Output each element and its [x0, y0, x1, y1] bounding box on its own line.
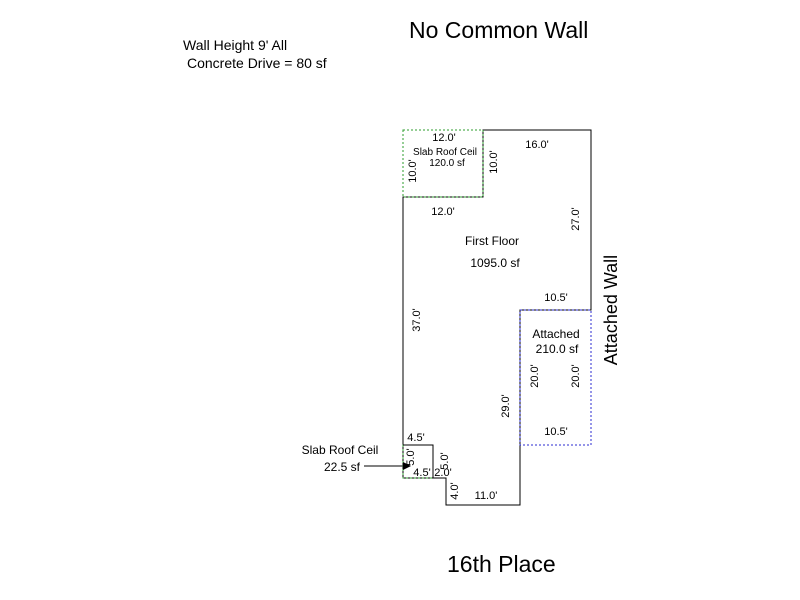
dim-top-right-width: 16.0'	[525, 139, 549, 151]
dim-attached-bottom: 10.5'	[544, 426, 568, 438]
dim-right-upper: 27.0'	[570, 207, 582, 231]
dim-small-top: 4.5'	[407, 432, 424, 444]
first-floor-area: 1095.0 sf	[470, 256, 520, 270]
dim-inner-right: 29.0'	[500, 394, 512, 418]
slab-top-area: 120.0 sf	[429, 158, 465, 169]
first-floor-outline	[402, 129, 592, 506]
slab-roof-small-outline	[402, 444, 434, 479]
dim-bottom-left: 4.0'	[449, 482, 461, 499]
slab-small-area: 22.5 sf	[324, 460, 361, 474]
dim-small-left: 5.0'	[405, 448, 417, 465]
attached-wall-label: Attached Wall	[601, 255, 621, 365]
diagram-title: No Common Wall	[409, 17, 589, 43]
dim-small-bottom: 4.5'	[413, 467, 430, 479]
slab-small-name: Slab Roof Ceil	[302, 443, 379, 457]
slab-roof-small-inner	[403, 444, 434, 478]
slab-roof-top-outline	[402, 129, 484, 198]
dim-slab-top-left: 10.0'	[407, 159, 419, 183]
dim-slab-top-right: 10.0'	[488, 150, 500, 174]
slab-top-name: Slab Roof Ceil	[413, 147, 477, 158]
dim-attached-top: 10.5'	[544, 292, 568, 304]
attached-name: Attached	[532, 327, 579, 341]
dim-small-right: 5.0'	[439, 452, 451, 469]
dim-left-wall: 37.0'	[411, 308, 423, 332]
dim-slab-top-width: 12.0'	[432, 132, 456, 144]
attached-area: 210.0 sf	[536, 342, 579, 356]
dim-small-step: 2.0'	[434, 467, 451, 479]
leader-arrow-head	[403, 462, 411, 470]
wall-height-note: Wall Height 9' All	[183, 37, 288, 53]
dim-slab-top-bottom: 12.0'	[431, 206, 455, 218]
street-label: 16th Place	[447, 551, 556, 577]
dim-bottom-width: 11.0'	[475, 490, 498, 502]
first-floor-name: First Floor	[465, 234, 519, 248]
dim-attached-right: 20.0'	[570, 364, 582, 388]
dim-attached-left: 20.0'	[529, 364, 541, 388]
concrete-drive-note: Concrete Drive = 80 sf	[187, 55, 327, 71]
attached-outline	[519, 309, 592, 446]
